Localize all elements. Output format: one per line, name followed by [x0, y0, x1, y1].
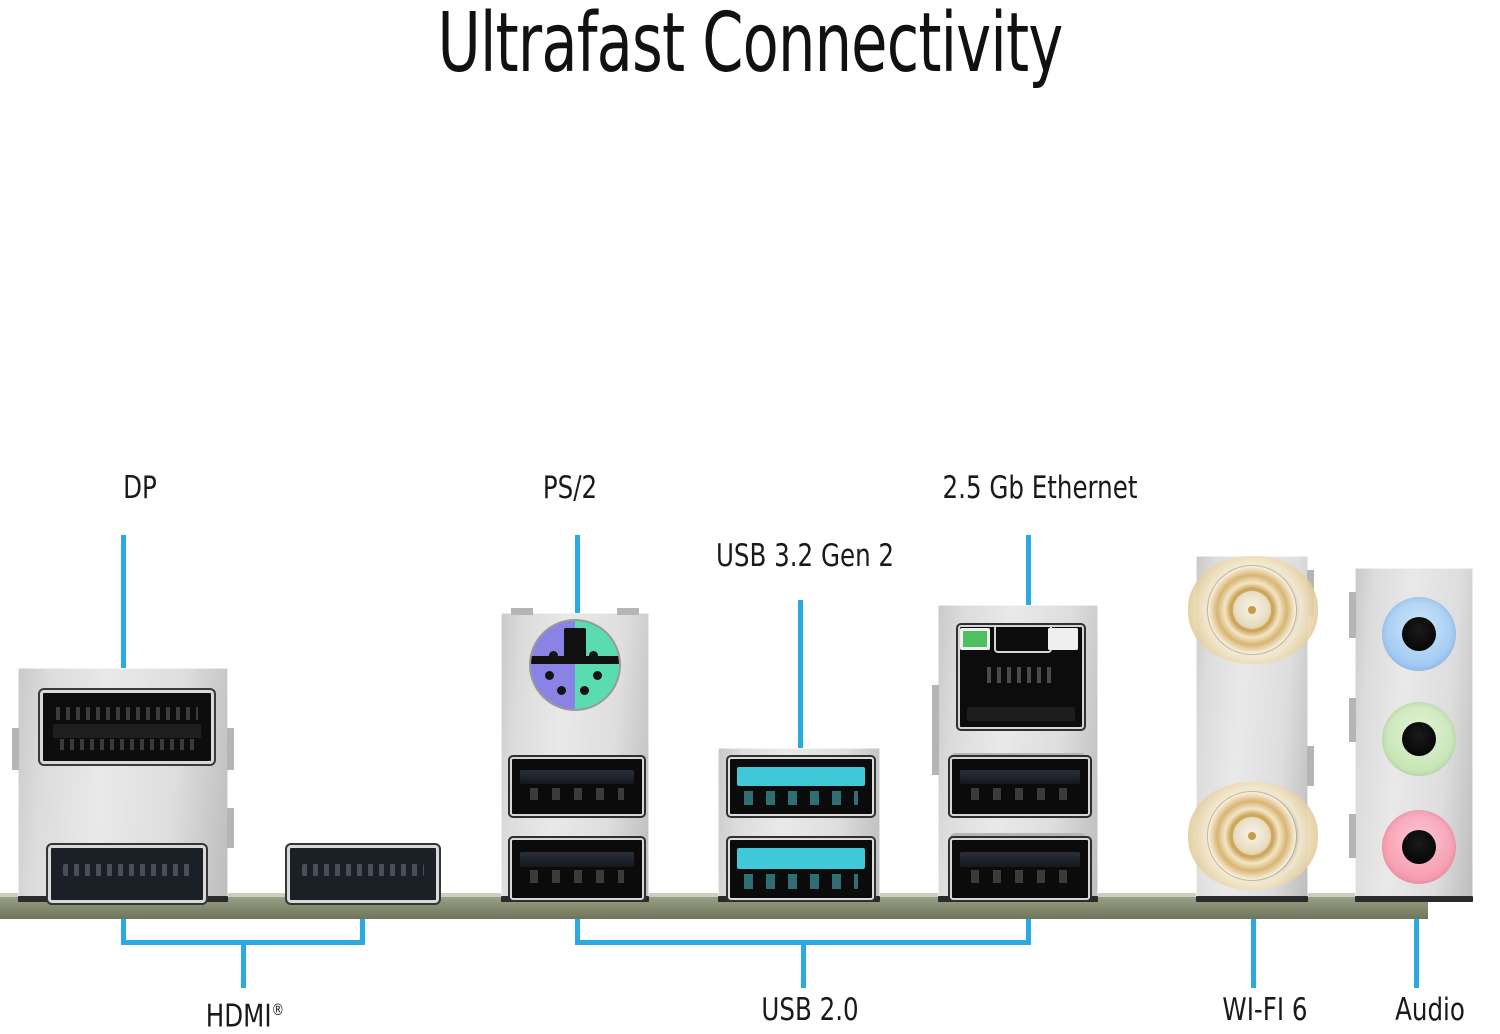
usb-contacts — [971, 787, 1069, 800]
shield-notch-right — [227, 728, 234, 770]
usb32-tongue — [737, 848, 865, 869]
port-wifi-antenna-lower[interactable] — [1208, 792, 1296, 880]
port-usb2-lanblock-upper[interactable] — [950, 757, 1090, 816]
port-ps2-combo[interactable] — [531, 621, 619, 709]
shield-notch-left-top — [1349, 592, 1356, 638]
ps2-pin — [580, 686, 590, 696]
page-title: Ultrafast Connectivity — [437, 0, 1064, 91]
rj45-latch-slot — [994, 627, 1052, 653]
callout-line-ps2 — [575, 535, 580, 663]
callout-line-audio — [1414, 861, 1419, 988]
ps2-pin — [548, 650, 558, 660]
hdmi-contact-bar — [63, 863, 191, 877]
ps2-pin — [589, 650, 599, 660]
ethernet-led-white — [1048, 628, 1078, 650]
callout-label-ethernet: 2.5 Gb Ethernet — [942, 470, 1138, 506]
hdmi-contact-bar — [301, 863, 425, 877]
shield-notch-left — [932, 685, 939, 775]
ps2-pin — [545, 671, 555, 681]
rj45-contacts — [986, 667, 1056, 683]
callout-label-usb20: USB 2.0 — [761, 992, 859, 1028]
port-usb2-lanblock-lower[interactable] — [950, 838, 1090, 900]
usb-contacts — [971, 870, 1069, 883]
callout-label-wifi: WI-FI 6 — [1222, 992, 1308, 1028]
ethernet-led-green — [960, 628, 990, 650]
callout-line-dp — [121, 535, 126, 720]
callout-label-hdmi-text: HDMI — [205, 998, 272, 1034]
shield-notch-left-mid — [1349, 698, 1356, 742]
port-usb2-ps2block-lower[interactable] — [510, 838, 644, 900]
callout-label-ps2: PS/2 — [542, 470, 598, 506]
pcb-top-edge — [0, 893, 1428, 898]
shield-notch-left-bottom — [1349, 814, 1356, 858]
port-audio-line-out[interactable] — [1382, 702, 1456, 776]
callout-line-usb32 — [798, 600, 803, 780]
usb32-contacts — [744, 873, 858, 889]
usb-tongue — [519, 851, 635, 867]
usb-contacts — [530, 787, 624, 800]
port-audio-line-in[interactable] — [1382, 597, 1456, 671]
usb-tongue — [960, 770, 1080, 785]
ps2-pin — [557, 686, 567, 696]
ps2-key-slot — [564, 628, 586, 658]
shield-notch-top-right — [617, 608, 639, 615]
callout-label-usb32: USB 3.2 Gen 2 — [715, 538, 895, 574]
callout-line-usb20-stem — [801, 940, 806, 988]
displayport-pin-row-top — [56, 706, 198, 721]
shield-notch-right-lower — [227, 808, 234, 848]
usb-tongue — [519, 770, 635, 785]
port-hdmi-2[interactable] — [287, 845, 439, 903]
port-audio-microphone[interactable] — [1382, 810, 1456, 884]
displayport-pin-row-bottom — [59, 739, 195, 751]
registered-trademark-icon: ® — [271, 1000, 285, 1019]
callout-line-wifi — [1251, 866, 1256, 988]
port-wifi-antenna-upper[interactable] — [1208, 566, 1296, 654]
port-displayport[interactable] — [40, 690, 214, 764]
usb-contacts — [530, 870, 624, 883]
ps2-notch — [531, 656, 619, 665]
usb32-contacts — [744, 790, 858, 806]
shield-notch-right-mid — [1307, 746, 1314, 786]
rj45-lower-lip — [967, 707, 1075, 721]
usb-tongue — [960, 851, 1080, 867]
port-usb32-gen2-lower[interactable] — [728, 838, 874, 900]
port-usb2-ps2block-upper[interactable] — [510, 757, 644, 816]
ps2-pin — [592, 671, 602, 681]
port-usb32-gen2-upper[interactable] — [728, 757, 874, 816]
callout-line-ethernet — [1026, 535, 1031, 660]
callout-line-hdmi-stem — [241, 940, 246, 988]
callout-label-hdmi: HDMI® — [144, 992, 346, 1034]
usb32-tongue — [737, 766, 865, 787]
shield-notch-top-left — [511, 608, 533, 615]
callout-label-audio: Audio — [1395, 992, 1465, 1028]
callout-label-dp: DP — [123, 470, 157, 506]
port-hdmi-1[interactable] — [48, 845, 206, 903]
shield-notch-left — [12, 728, 19, 770]
